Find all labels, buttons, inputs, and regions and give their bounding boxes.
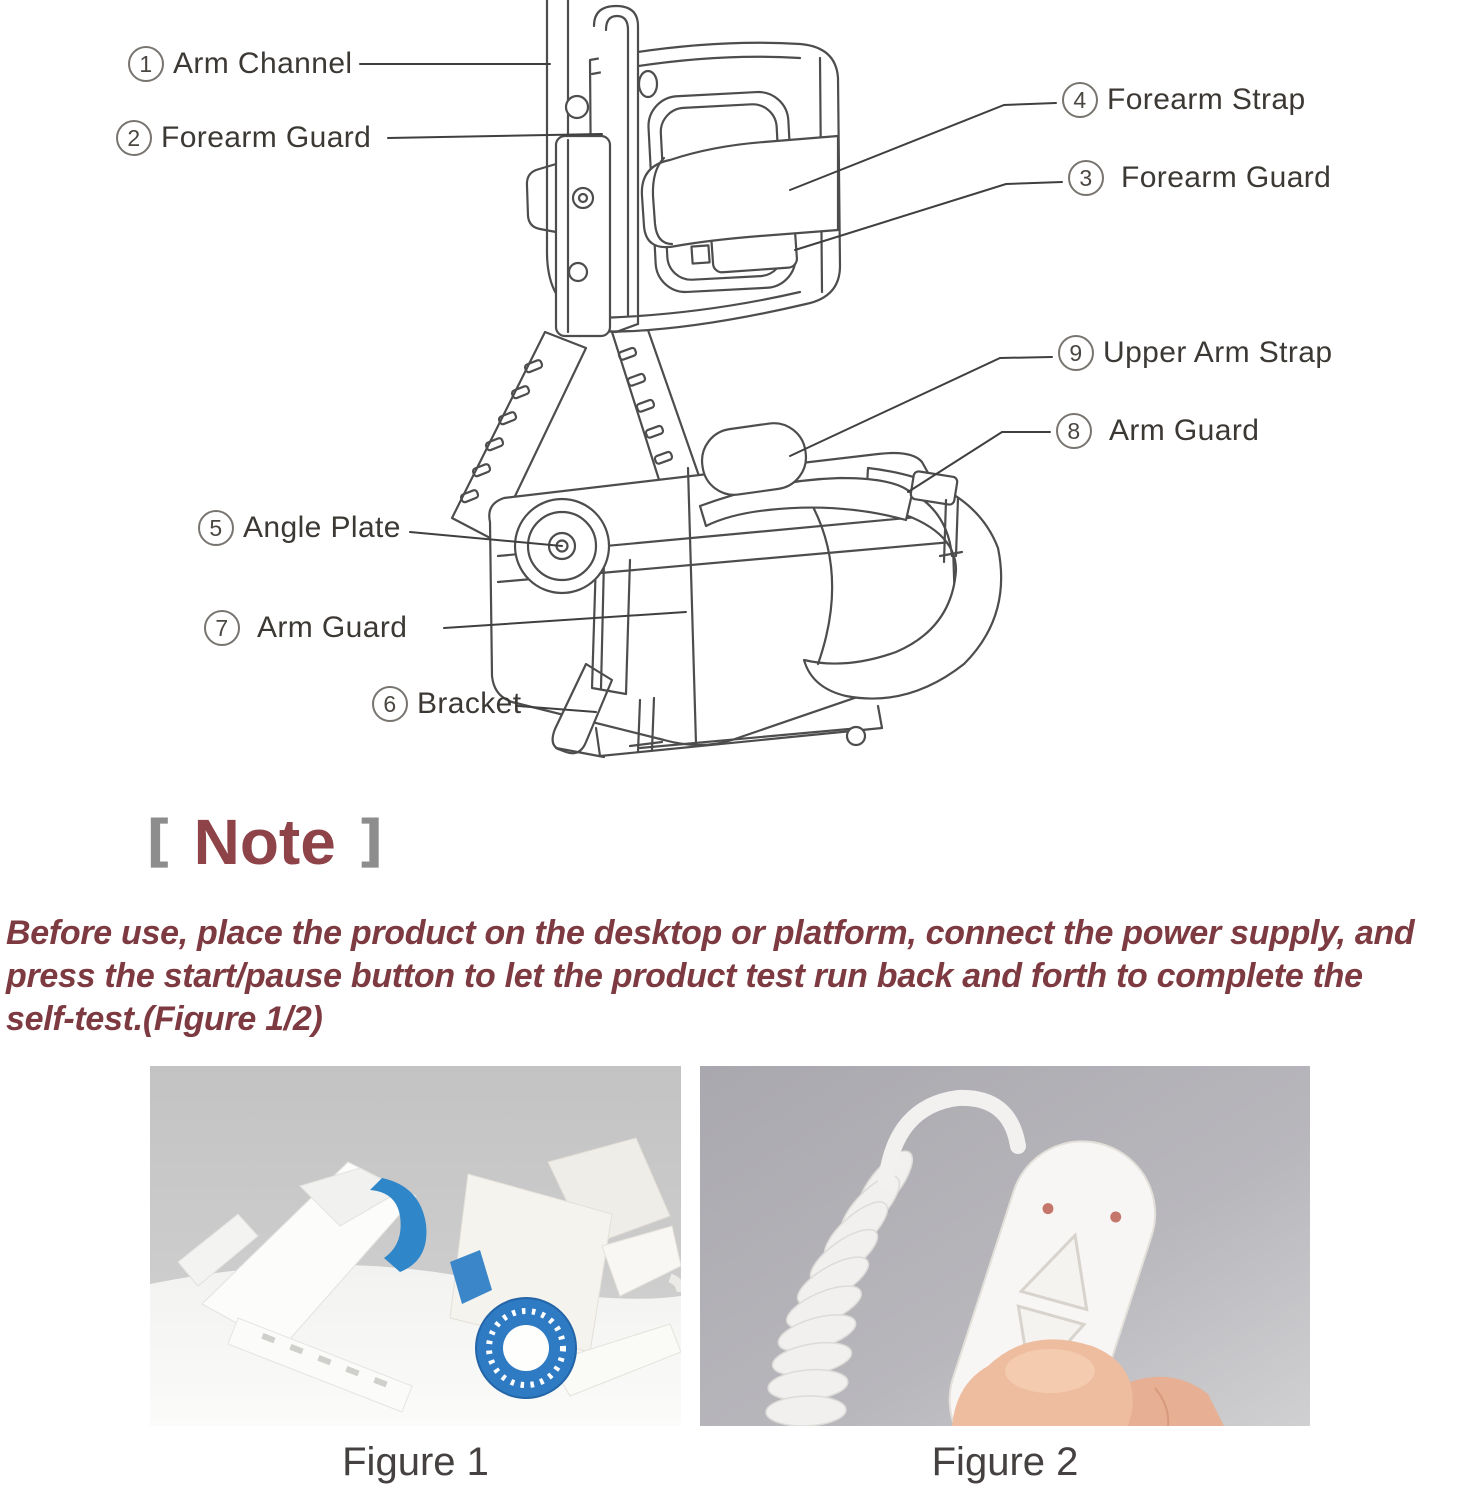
- label-bracket: 6 Bracket: [372, 686, 522, 722]
- device-line-art: [359, 0, 1063, 759]
- label-number: 3: [1068, 160, 1104, 196]
- figure-1-photo: [150, 1066, 681, 1426]
- figure-2-photo: [700, 1066, 1310, 1426]
- label-arm-guard-right: 8 Arm Guard: [1056, 413, 1259, 449]
- label-text: Forearm Guard: [1121, 161, 1332, 194]
- note-heading: [ Note ]: [146, 810, 383, 874]
- open-bracket: [: [146, 809, 172, 874]
- figure-1-illustration: [150, 1066, 681, 1426]
- figure-2-illustration: [700, 1066, 1310, 1426]
- label-text: Arm Channel: [173, 47, 353, 80]
- label-text: Forearm Guard: [161, 121, 372, 154]
- label-number: 9: [1058, 335, 1094, 371]
- label-number: 5: [198, 510, 234, 546]
- label-text: Angle Plate: [243, 511, 401, 544]
- note-body: Before use, place the product on the des…: [6, 912, 1474, 1041]
- note-line-2: press the start/pause button to let the …: [6, 957, 1363, 995]
- label-arm-guard-left: 7 Arm Guard: [204, 610, 407, 646]
- label-text: Upper Arm Strap: [1103, 336, 1333, 369]
- label-number: 4: [1062, 82, 1098, 118]
- label-number: 8: [1056, 413, 1092, 449]
- label-number: 6: [372, 686, 408, 722]
- leader-lines: [359, 63, 1063, 713]
- label-angle-plate: 5 Angle Plate: [198, 510, 401, 546]
- label-text: Bracket: [417, 687, 522, 720]
- figure-1-caption: Figure 1: [342, 1440, 489, 1484]
- note-title: Note: [193, 806, 336, 878]
- close-bracket: ]: [357, 809, 384, 874]
- label-forearm-guard-left: 2 Forearm Guard: [116, 120, 371, 156]
- label-text: Arm Guard: [1109, 414, 1260, 447]
- figure-2-caption: Figure 2: [931, 1440, 1079, 1484]
- label-number: 7: [204, 610, 240, 646]
- label-number: 2: [116, 120, 152, 156]
- note-line-1: Before use, place the product on the des…: [6, 914, 1415, 952]
- label-upper-arm-strap: 9 Upper Arm Strap: [1058, 335, 1332, 371]
- label-text: Forearm Strap: [1107, 83, 1306, 116]
- device-diagram: 1 Arm Channel 2 Forearm Guard 4 Forearm …: [116, 0, 1332, 759]
- label-forearm-guard-right: 3 Forearm Guard: [1068, 160, 1331, 196]
- note-line-3: self-test.(Figure 1/2): [6, 1000, 323, 1038]
- label-text: Arm Guard: [257, 611, 408, 644]
- label-number: 1: [128, 46, 164, 82]
- label-arm-channel: 1 Arm Channel: [128, 46, 352, 82]
- label-forearm-strap: 4 Forearm Strap: [1062, 82, 1306, 118]
